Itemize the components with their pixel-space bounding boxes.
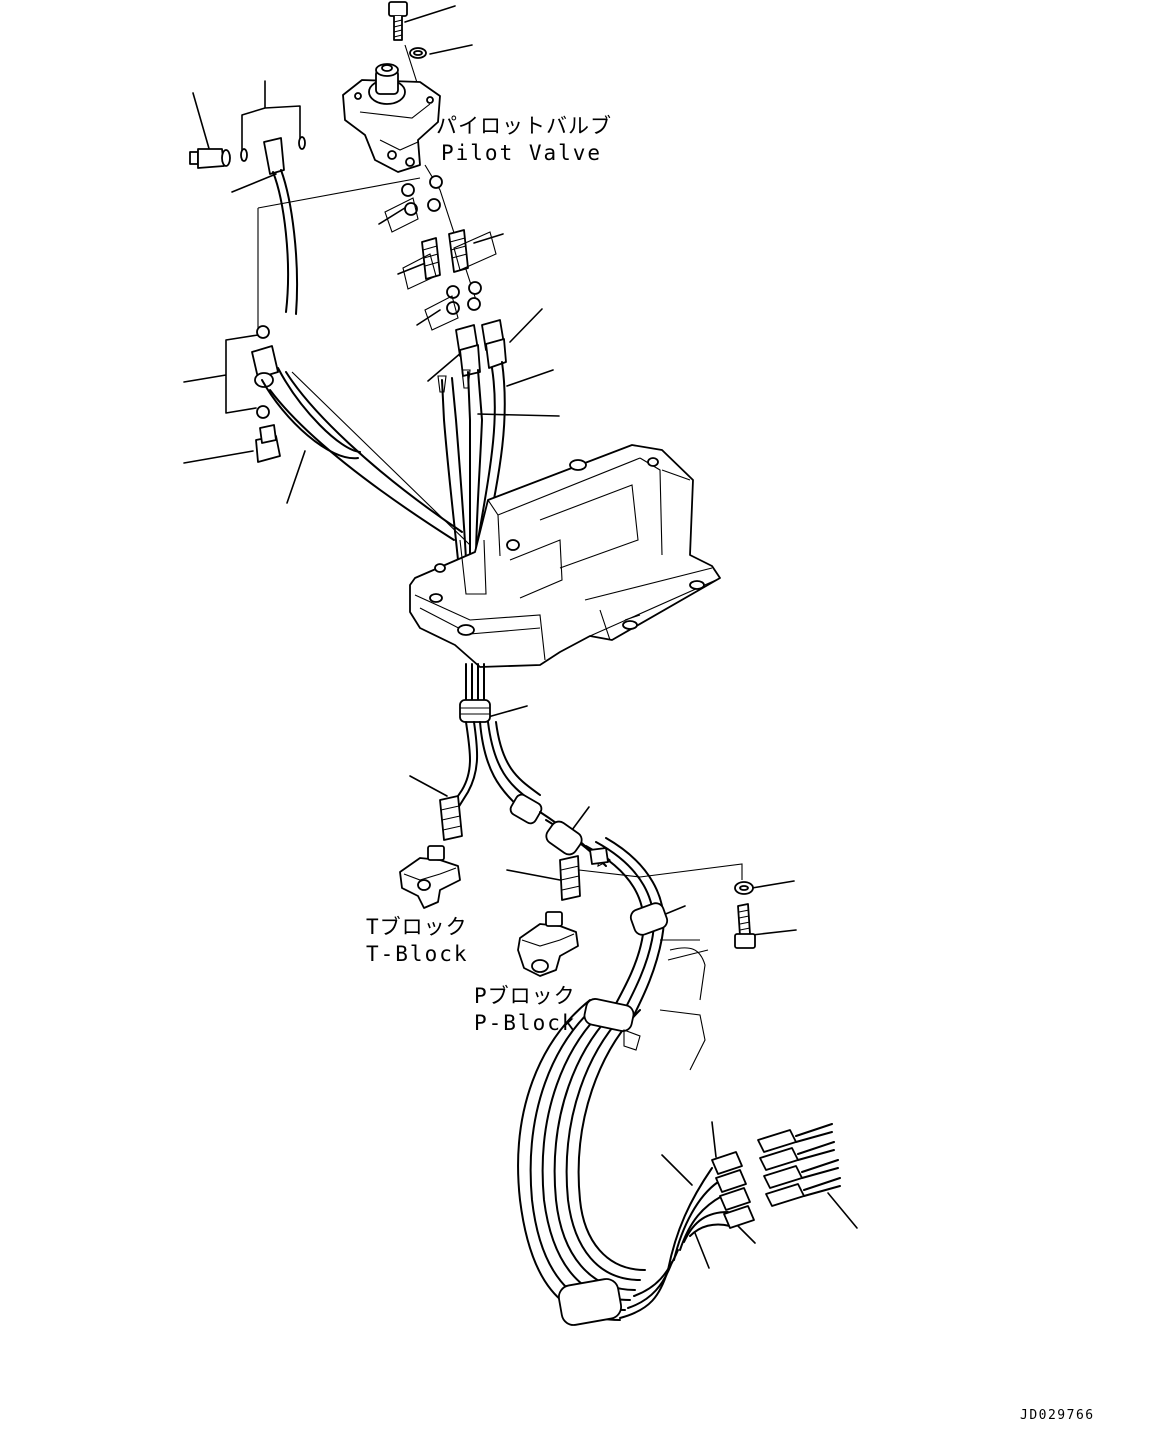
adapter-icons (251, 229, 507, 463)
pilot-valve-label-jp: パイロットバルブ (436, 114, 612, 138)
t-block-label-jp: Tブロック (366, 915, 468, 939)
p-block-icon (517, 911, 579, 977)
o-ring-icons (256, 175, 482, 419)
quick-coupler-icons (711, 1123, 841, 1229)
text-labels: パイロットバルブ Pilot Valve Tブロック T-Block Pブロック… (366, 114, 1095, 1423)
p-block-label-en: P-Block (474, 1011, 577, 1035)
bolt-washer-icon (734, 881, 756, 949)
leader-lines (183, 5, 858, 1269)
p-block-label-jp: Pブロック (474, 984, 576, 1008)
pilot-valve-icon (189, 1, 441, 175)
t-block-label-en: T-Block (366, 942, 469, 966)
hose-bundle-middle (439, 663, 709, 1016)
hose-bundle-lower (517, 998, 731, 1326)
console-box-icon (409, 444, 721, 668)
t-block-icon (399, 845, 461, 909)
drawing-code: JD029766 (1020, 1408, 1095, 1423)
pilot-valve-label-en: Pilot Valve (441, 141, 602, 165)
